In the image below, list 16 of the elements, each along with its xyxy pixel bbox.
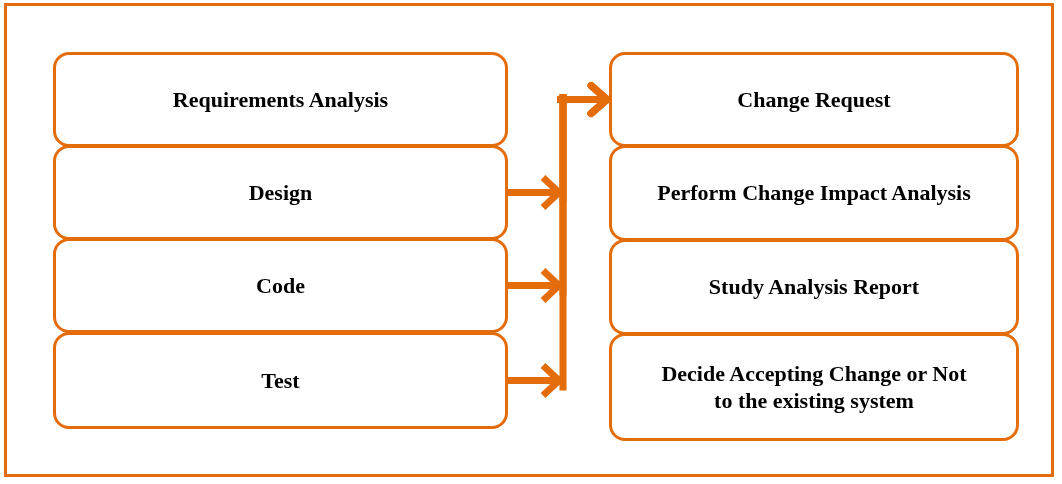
box-label: Test [261,366,300,395]
box-label: Change Request [737,85,891,114]
process-box [53,52,508,147]
process-box [609,52,1019,147]
box-label: Requirements Analysis [172,85,389,114]
process-box [609,145,1019,241]
box-label: Code [256,271,305,300]
box-label: Design [248,178,313,207]
process-box [53,238,508,333]
box-label: Study Analysis Report [708,273,920,301]
process-box [609,333,1019,441]
box-label: Decide Accepting Change or Not to the existing system [660,359,968,415]
process-box [53,145,508,240]
box-label: Perform Change Impact Analysis [657,179,971,207]
process-box [53,332,508,429]
process-box [609,239,1019,335]
